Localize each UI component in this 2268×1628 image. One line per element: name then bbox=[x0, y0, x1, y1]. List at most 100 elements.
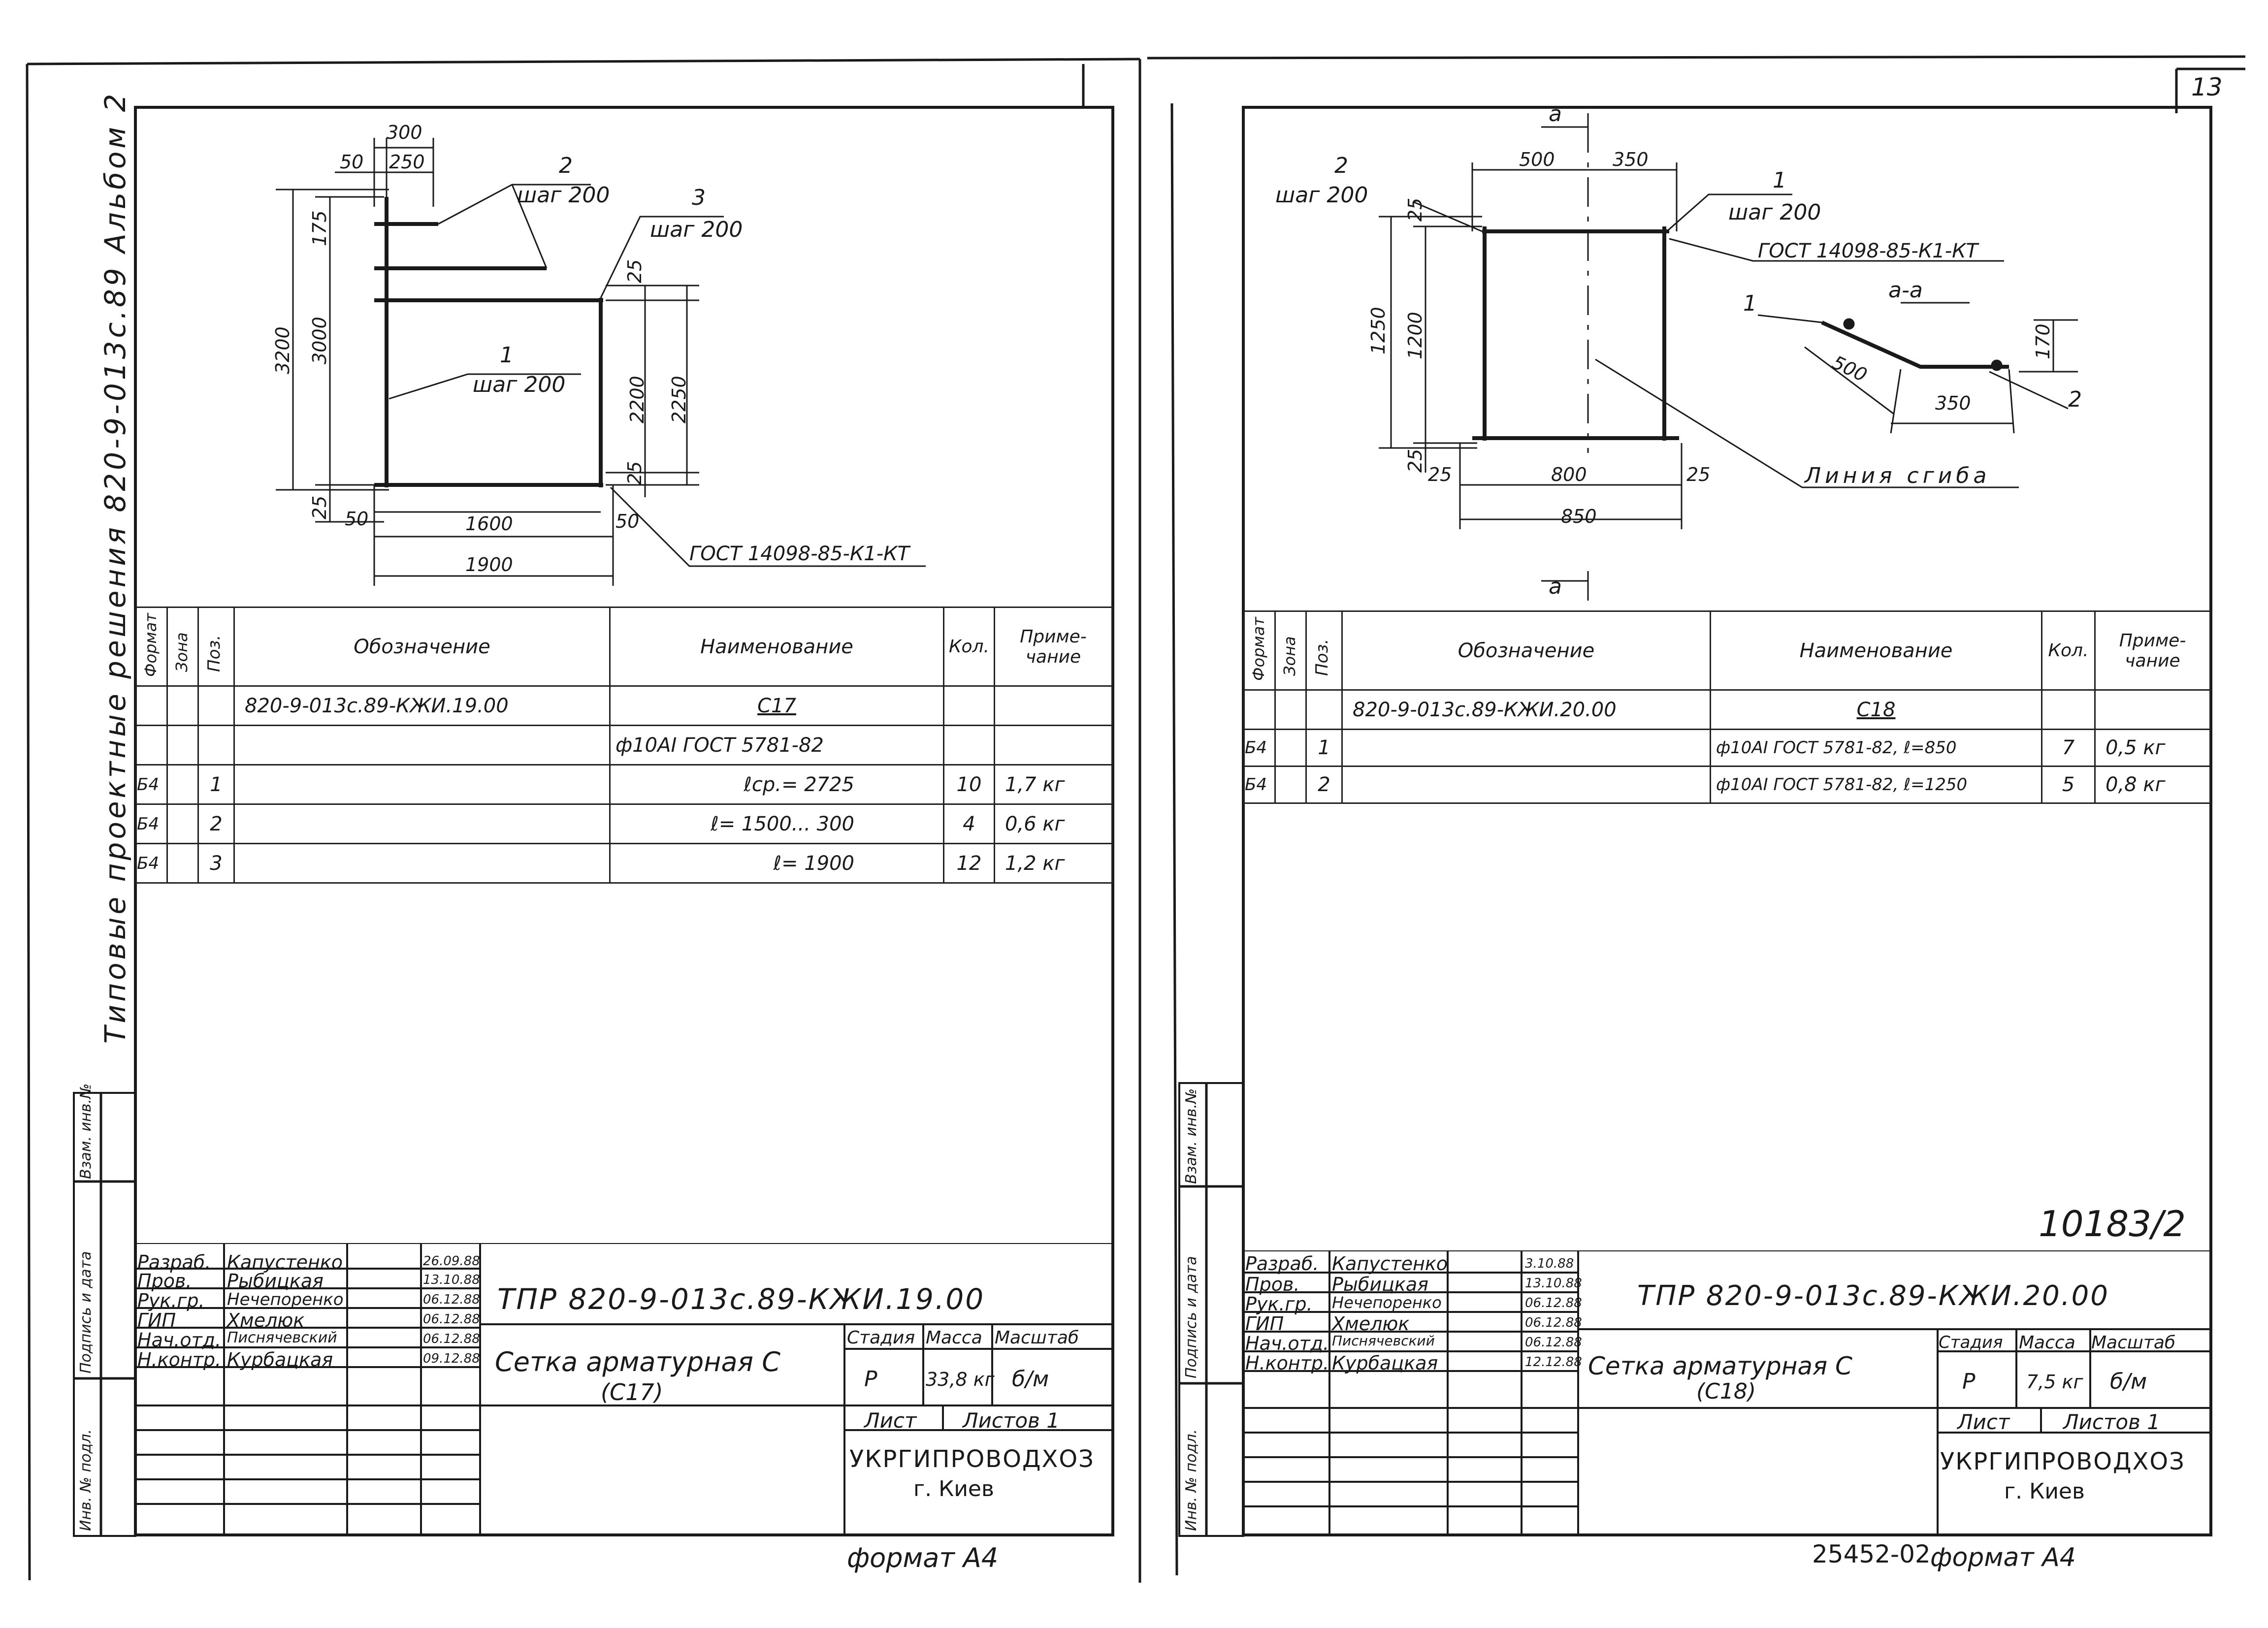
person-date: 3.10.88 bbox=[1525, 1256, 1574, 1271]
album-title-vertical: Типовые проектные решения 820-9-013с.89 … bbox=[98, 91, 132, 1044]
dim-label: 50 bbox=[616, 511, 640, 532]
person-date: 12.12.88 bbox=[1525, 1355, 1582, 1370]
dim-label: 25 bbox=[624, 259, 646, 283]
dim-label: 250 bbox=[389, 151, 425, 173]
dim-label: 25 bbox=[1428, 464, 1452, 485]
callout-step: шаг 200 bbox=[1275, 183, 1368, 208]
callout-pos: 2 bbox=[1334, 153, 1348, 178]
title-block-right-grid bbox=[1243, 1250, 2211, 1536]
doc-subtitle: (С18) bbox=[1696, 1379, 1756, 1404]
dim-label: 175 bbox=[309, 210, 330, 246]
col-note: Приме- чание bbox=[2094, 610, 2211, 691]
inv-label-podl-left: Инв. № подл. bbox=[77, 1429, 95, 1531]
doc-title: Сетка арматурная С bbox=[1588, 1352, 1852, 1380]
sheets-label: Листов 1 bbox=[2063, 1410, 2160, 1434]
dim-label: 1900 bbox=[465, 554, 513, 575]
callout-pos: 3 bbox=[692, 185, 706, 210]
stage-label: Стадия bbox=[1939, 1333, 2003, 1352]
person-date: 06.12.88 bbox=[1525, 1335, 1582, 1350]
dim-label: 25 bbox=[624, 461, 646, 485]
sheet-label: Лист bbox=[864, 1408, 917, 1433]
scale-value: б/м bbox=[1012, 1367, 1049, 1392]
mass-label: Масса bbox=[926, 1328, 982, 1348]
col-zone: Зона bbox=[1280, 636, 1299, 676]
callout-pos: 1 bbox=[1773, 168, 1786, 193]
stage-label: Стадия bbox=[847, 1328, 915, 1348]
doc-code: ТПР 820-9-013с.89-КЖИ.20.00 bbox=[1637, 1280, 2109, 1312]
person-date: 09.12.88 bbox=[423, 1351, 480, 1366]
section-title: а-а bbox=[1888, 278, 1923, 303]
person-role: Н.контр. bbox=[1245, 1352, 1329, 1374]
dim-label: 800 bbox=[1551, 464, 1587, 485]
format-note-right: формат А4 bbox=[1930, 1543, 2076, 1572]
dim-label: 25 bbox=[1686, 464, 1711, 485]
gost-note: ГОСТ 14098-85-К1-КТ bbox=[1758, 240, 1978, 262]
scale-label: Масштаб bbox=[995, 1328, 1079, 1348]
person-role: Разраб. bbox=[137, 1251, 211, 1273]
person-role: Нач.отд. bbox=[137, 1329, 222, 1351]
spec-header-row: Формат Зона Поз. Обозначение Наименовани… bbox=[1243, 610, 2211, 691]
person-role: Пров. bbox=[1245, 1274, 1300, 1295]
person-role: ГИП bbox=[1245, 1313, 1284, 1335]
dim-label: 25 bbox=[309, 495, 330, 519]
person-name: Писнячевский bbox=[1332, 1333, 1435, 1349]
inv-label-sign-left: Подпись и дата bbox=[77, 1251, 95, 1374]
person-name: Хмелюк bbox=[1332, 1313, 1410, 1335]
person-name: Капустенко bbox=[1332, 1253, 1448, 1275]
col-designation: Обозначение bbox=[1341, 610, 1711, 691]
col-name: Наименование bbox=[609, 607, 944, 687]
inv-label-sign-right: Подпись и дата bbox=[1183, 1256, 1200, 1379]
col-qty: Кол. bbox=[943, 607, 995, 687]
handwritten-number: 10183/2 bbox=[2039, 1203, 2186, 1245]
doc-subtitle: (С17) bbox=[601, 1379, 663, 1405]
table-row: 820-9-013с.89-КЖИ.20.00 С18 bbox=[1243, 689, 2211, 730]
col-format: Формат bbox=[141, 613, 160, 677]
col-pos: Поз. bbox=[204, 635, 224, 672]
inv-label-vzam-left: Взам. инв.№ bbox=[77, 1083, 95, 1179]
person-role: Нач.отд. bbox=[1245, 1333, 1329, 1354]
dim-label: 25 bbox=[1404, 197, 1426, 222]
person-role: Рук.гр. bbox=[1245, 1293, 1313, 1315]
inv-label-vzam-right: Взам. инв.№ bbox=[1183, 1088, 1200, 1184]
dim-label: 850 bbox=[1561, 506, 1597, 527]
person-role: Разраб. bbox=[1245, 1253, 1319, 1275]
dim-label: 2200 bbox=[626, 376, 648, 423]
spec-table-left: Формат Зона Поз. Обозначение Наименовани… bbox=[135, 607, 1113, 884]
col-designation: Обозначение bbox=[233, 607, 611, 687]
person-name: Рыбицкая bbox=[1332, 1274, 1429, 1295]
dim-label: 2250 bbox=[668, 376, 690, 423]
scale-value: б/м bbox=[2110, 1369, 2147, 1394]
dim-label: 500 bbox=[1519, 149, 1555, 170]
person-date: 26.09.88 bbox=[423, 1254, 480, 1269]
archive-number: 25452-02 bbox=[1812, 1540, 1931, 1568]
scale-label: Масштаб bbox=[2091, 1333, 2176, 1353]
table-row: 820-9-013с.89-КЖИ.19.00 С17 bbox=[135, 685, 1113, 726]
bend-line-label: Линия сгиба bbox=[1805, 463, 1991, 488]
title-block-left: Разраб. Капустенко 26.09.88 Пров. Рыбицк… bbox=[135, 1243, 1113, 1536]
person-name: Курбацкая bbox=[227, 1349, 333, 1371]
spec-header-row: Формат Зона Поз. Обозначение Наименовани… bbox=[135, 607, 1113, 687]
page-number: 13 bbox=[2191, 73, 2223, 101]
person-date: 06.12.88 bbox=[1525, 1296, 1582, 1310]
person-date: 06.12.88 bbox=[423, 1312, 480, 1327]
col-note: Приме- чание bbox=[994, 607, 1113, 687]
dim-label: 50 bbox=[340, 151, 364, 173]
title-block-left-grid bbox=[135, 1243, 1113, 1536]
doc-code: ТПР 820-9-013с.89-КЖИ.19.00 bbox=[497, 1282, 985, 1316]
dim-label: 170 bbox=[2032, 323, 2054, 359]
dim-label: 1200 bbox=[1404, 312, 1426, 359]
mass-value: 7,5 кг bbox=[2026, 1371, 2083, 1393]
dim-label: 350 bbox=[1613, 149, 1649, 170]
sheets-label: Листов 1 bbox=[963, 1408, 1060, 1433]
person-role: ГИП bbox=[137, 1309, 176, 1331]
person-name: Капустенко bbox=[227, 1251, 343, 1273]
callout-step: шаг 200 bbox=[1728, 200, 1821, 225]
dim-label: 350 bbox=[1935, 392, 1971, 414]
person-role: Рук.гр. bbox=[137, 1290, 205, 1311]
inv-label-podl-right: Инв. № подл. bbox=[1183, 1429, 1200, 1531]
